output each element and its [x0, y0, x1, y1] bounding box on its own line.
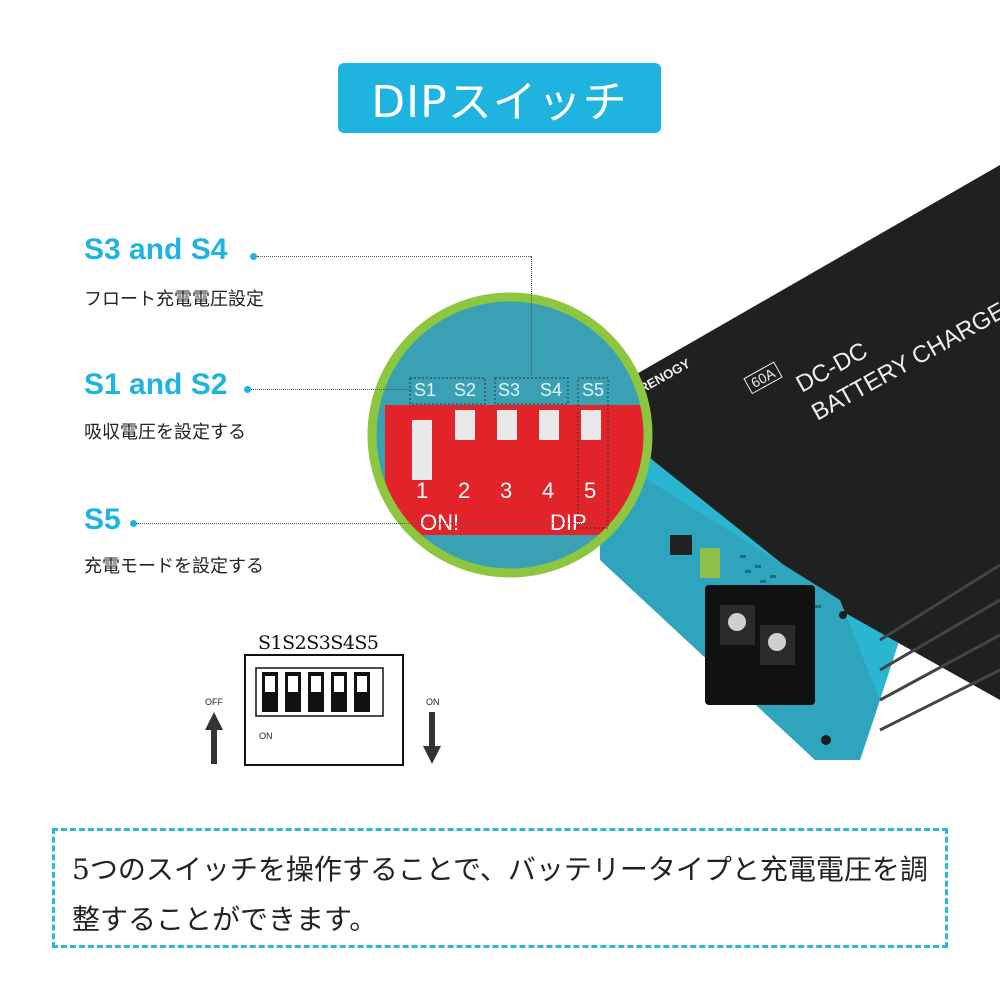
callout-s1-s2-dot [244, 386, 251, 393]
zoom-label-s2: S2 [454, 380, 477, 400]
zoom-label-s4: S4 [540, 380, 563, 400]
charger-body [600, 165, 1000, 700]
zoom-ring [367, 292, 653, 578]
diagram-inner-on-label: ON [259, 731, 273, 741]
zoom-num-4: 4 [542, 478, 555, 503]
callout-s5-title: S5 [84, 503, 121, 536]
port-green-terminal [700, 548, 720, 578]
callout-s3-s4-desc: フロート充電電圧設定 [84, 289, 264, 310]
caption-text: 5つのスイッチを操作することで、バッテリータイプと充電電圧を調整することができま… [72, 853, 928, 936]
zoom-num-2: 2 [458, 478, 471, 503]
switch-3-lever [497, 410, 517, 440]
callout-s1-s2-desc: 吸収電圧を設定する [84, 422, 246, 443]
zoom-num-3: 3 [500, 478, 513, 503]
zoom-label-s3: S3 [498, 380, 521, 400]
callout-s5-dot [130, 520, 137, 527]
zoom-num-1: 1 [416, 478, 429, 503]
title-badge: DIPスイッチ [338, 63, 661, 133]
switch-2-lever [455, 410, 475, 440]
switch-4-lever [539, 410, 559, 440]
page-title: DIPスイッチ [371, 77, 628, 128]
callout-s3-s4-dot [250, 253, 257, 260]
zoom-num-5: 5 [584, 478, 597, 503]
callout-s3-s4-leader-v [531, 256, 532, 378]
zoom-label-s5: S5 [582, 380, 605, 400]
diagram-on-label: ON [426, 697, 440, 707]
zoom-on-label: ON! [420, 510, 460, 535]
diagram-off-label: OFF [205, 697, 223, 707]
callout-s3-s4-leader [257, 256, 531, 257]
callout-s5-leader [137, 523, 593, 524]
callout-s3-s4-title: S3 and S4 [84, 233, 228, 266]
callout-s1-s2-title: S1 and S2 [84, 368, 228, 401]
callout-s1-s2-leader [251, 389, 410, 390]
caption-box [52, 828, 948, 948]
switch-5-lever [581, 410, 601, 440]
port-rj [670, 535, 692, 555]
switch-1-lever [412, 420, 432, 480]
arrow-up-icon [205, 712, 223, 764]
arrow-down-icon [423, 712, 441, 764]
callout-s5-desc: 充電モードを設定する [84, 556, 264, 577]
zoom-dip-label: DIP [550, 510, 587, 535]
zoom-label-s1: S1 [414, 380, 437, 400]
diagram-switch-header: S1S2S3S4S5 [258, 632, 379, 654]
